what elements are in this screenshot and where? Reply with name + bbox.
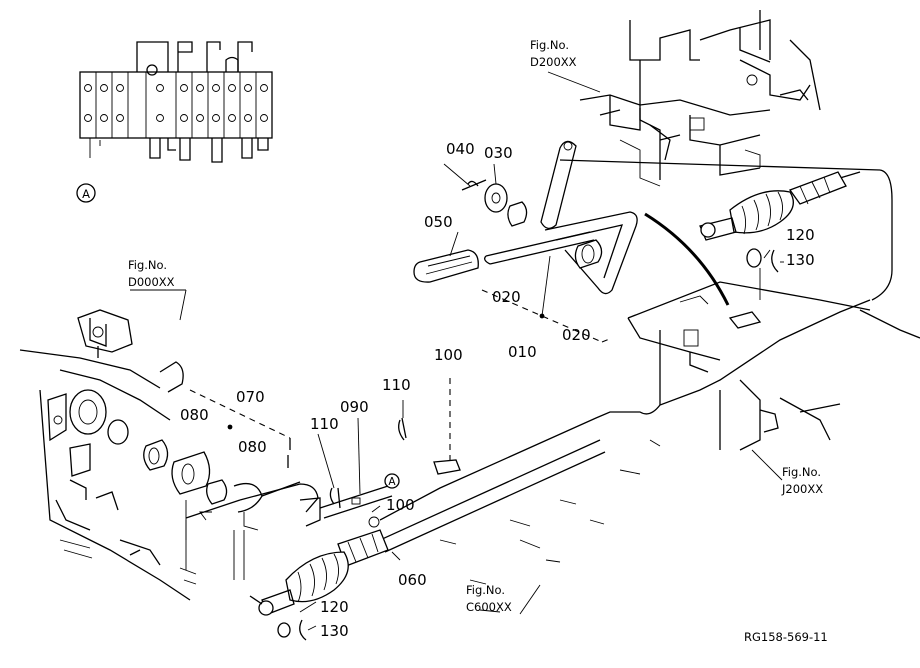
upper-cable-end: [699, 171, 861, 300]
fig-ref-d200-code: D200XX: [530, 55, 577, 69]
part-label-080-lower: 080: [238, 438, 267, 456]
fig-ref-j200-code: J200XX: [781, 482, 823, 496]
leader-lines: [130, 71, 784, 631]
fig-ref-j200: Fig.No. J200XX: [781, 465, 823, 496]
fig-ref-d200-caption: Fig.No.: [530, 38, 569, 52]
callout-a-marker-circle: [384, 473, 400, 489]
view-a-marker-label: A: [82, 187, 90, 201]
fig-ref-c600-caption: Fig.No.: [466, 583, 505, 597]
part-label-090: 090: [340, 398, 369, 416]
part-label-060: 060: [398, 571, 427, 589]
control-panel-bracket: [579, 10, 821, 187]
shift-lever-assembly: [413, 140, 638, 343]
part-label-010: 010: [508, 343, 537, 361]
part-label-110-left: 110: [310, 415, 339, 433]
part-label-130-upper: 130: [786, 251, 815, 269]
part-label-040: 040: [446, 140, 475, 158]
lower-shift-cable: A: [249, 378, 606, 641]
part-label-130-lower: 130: [320, 622, 349, 640]
part-label-110-right: 110: [382, 376, 411, 394]
drawing-number: RG158-569-11: [744, 630, 828, 644]
part-label-120-upper: 120: [786, 226, 815, 244]
fig-ref-j200-caption: Fig.No.: [782, 465, 821, 479]
part-label-070: 070: [236, 388, 265, 406]
part-label-050: 050: [424, 213, 453, 231]
part-label-120-lower: 120: [320, 598, 349, 616]
fig-ref-d200: Fig.No. D200XX: [530, 38, 577, 69]
background-detail: [439, 439, 661, 613]
transmission-housing: [19, 309, 191, 601]
fig-ref-d000-code: D000XX: [128, 275, 175, 289]
fig-ref-d000-caption: Fig.No.: [128, 258, 167, 272]
part-label-100-lower: 100: [386, 496, 415, 514]
part-label-100-upper: 100: [434, 346, 463, 364]
fig-ref-c600: Fig.No. C600XX: [466, 583, 512, 614]
shaft-bushing-group: [143, 389, 319, 585]
detail-view-a-valve-bank: A: [76, 41, 273, 203]
callout-a-marker-label: A: [388, 476, 396, 488]
part-label-030: 030: [484, 144, 513, 162]
part-label-080-upper: 080: [180, 406, 209, 424]
part-label-020-upper: 020: [492, 288, 521, 306]
fig-ref-d000: Fig.No. D000XX: [128, 258, 175, 289]
view-a-marker-circle: [76, 183, 96, 203]
fig-ref-c600-code: C600XX: [466, 600, 512, 614]
frame-outline: [379, 159, 920, 521]
part-callouts: 040 030 050 020 020 010 120 130 100 110 …: [180, 140, 815, 640]
part-label-020-lower: 020: [562, 326, 591, 344]
